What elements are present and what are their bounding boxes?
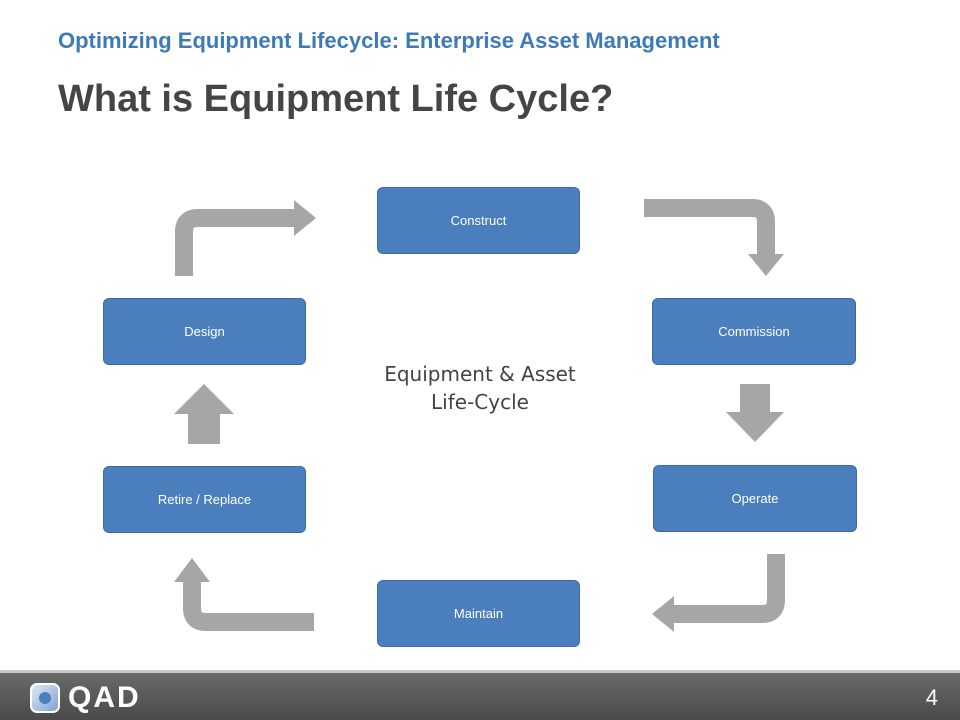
stage-operate: Operate — [653, 465, 857, 532]
footer-bar: QAD 4 — [0, 670, 960, 720]
logo-text: QAD — [68, 681, 141, 714]
arrow-maintain-to-retire — [174, 558, 314, 631]
arrow-design-to-construct — [175, 200, 316, 276]
arrow-operate-to-maintain — [652, 554, 785, 632]
stage-commission: Commission — [652, 298, 856, 365]
cycle-center-label: Equipment & Asset Life-Cycle — [340, 360, 620, 416]
stage-design: Design — [103, 298, 306, 365]
qad-logo-icon — [30, 683, 60, 713]
center-label-line-1: Equipment & Asset — [384, 362, 576, 386]
slide-subtitle: Optimizing Equipment Lifecycle: Enterpri… — [58, 28, 720, 53]
center-label-line-2: Life-Cycle — [431, 390, 529, 414]
page-number: 4 — [925, 685, 938, 710]
slide-title: What is Equipment Life Cycle? — [58, 78, 614, 120]
arrow-construct-to-commission — [644, 199, 784, 276]
arrow-retire-to-design — [174, 384, 234, 444]
stage-construct: Construct — [377, 187, 580, 254]
stage-maintain: Maintain — [377, 580, 580, 647]
arrow-commission-to-operate — [726, 384, 784, 442]
stage-retire-replace: Retire / Replace — [103, 466, 306, 533]
company-logo: QAD — [30, 683, 141, 713]
